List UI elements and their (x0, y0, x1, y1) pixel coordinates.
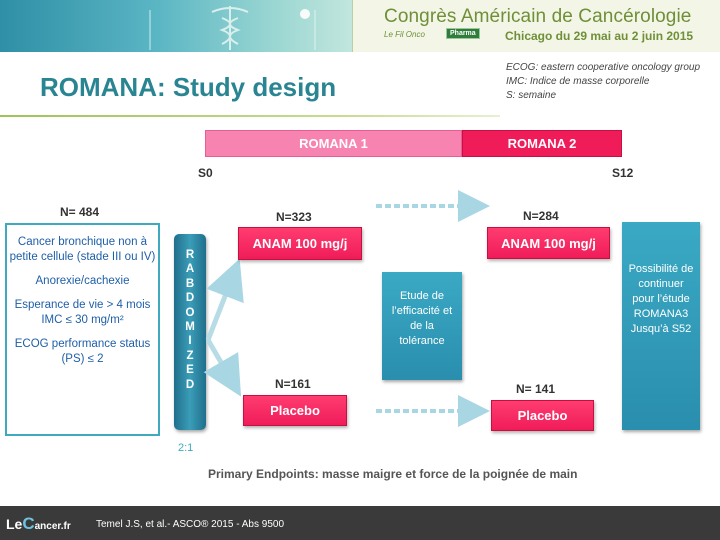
anam-n-s12: N=284 (523, 209, 559, 223)
pharma-badge: Pharma (446, 28, 480, 39)
title-underline (0, 115, 500, 117)
placebo-arm-box-s12: Placebo (491, 400, 594, 431)
caduceus-logo-icon (149, 6, 316, 50)
randomize-letter: D (185, 378, 195, 391)
anam-n-s0: N=323 (276, 210, 312, 224)
randomize-letter: Z (186, 349, 194, 362)
fil-onco-logo: Le Fil Onco (384, 30, 425, 39)
header-divider (352, 0, 353, 52)
logo-le: Le (6, 516, 23, 532)
week-start-label: S0 (198, 166, 213, 180)
criterion-ecog: ECOG performance status (PS) ≤ 2 (14, 338, 151, 365)
congress-dates: Chicago du 29 mai au 2 juin 2015 (505, 29, 694, 43)
criterion-nsclc: Cancer bronchique non à petite cellule (… (9, 236, 156, 263)
randomize-letter: D (185, 292, 195, 305)
criterion-imc: IMC ≤ 30 mg/m² (41, 314, 124, 326)
footer-bar (0, 506, 720, 540)
inclusion-criteria-box: Cancer bronchique non à petite cellule (… (5, 223, 160, 436)
abbreviation-ecog: ECOG: eastern cooperative oncology group (506, 62, 700, 73)
abbreviation-imc: IMC: Indice de masse corporelle (506, 76, 650, 87)
randomize-letter: A (185, 263, 195, 276)
congress-title: Congrès Américain de Cancérologie (384, 6, 692, 27)
efficacy-tolerance-text: Etude de l’efficacité et de la tolérance (391, 290, 453, 347)
split-arrow-upper (205, 258, 244, 341)
anam-arm-box-s12: ANAM 100 mg/j (487, 227, 610, 259)
phase-romana1: ROMANA 1 (205, 130, 462, 157)
inclusion-n: N= 484 (60, 205, 100, 219)
header-banner-panel (352, 0, 720, 52)
lecancer-logo: LeCancer.fr (6, 514, 71, 534)
continuation-text: Possibilité de continuer pour l’étude RO… (628, 263, 694, 335)
logo-rest: ancer.fr (34, 521, 71, 532)
split-arrow-lower (203, 338, 242, 397)
page-title: ROMANA: Study design (40, 72, 337, 102)
randomize-letter: E (186, 364, 194, 377)
criterion-anorexia: Anorexie/cachexie (35, 275, 130, 287)
randomization-ratio: 2:1 (178, 442, 194, 454)
abbreviation-s: S: semaine (506, 90, 557, 101)
placebo-n-s12: N= 141 (516, 382, 556, 396)
primary-endpoints: Primary Endpoints: masse maigre et force… (208, 467, 578, 481)
phase-romana2: ROMANA 2 (462, 130, 622, 157)
randomize-letter: B (185, 277, 195, 290)
week-end-label: S12 (612, 166, 634, 180)
randomize-letter: M (185, 321, 195, 334)
randomize-letter: O (185, 306, 195, 319)
anam-arm-box-s0: ANAM 100 mg/j (238, 227, 362, 260)
placebo-arm-box-s0: Placebo (243, 395, 347, 426)
efficacy-tolerance-box: Etude de l’efficacité et de la tolérance (382, 272, 462, 380)
placebo-n-s0: N=161 (275, 377, 311, 391)
continuation-box: Possibilité de continuer pour l’étude RO… (622, 222, 700, 430)
randomize-letter: I (188, 335, 192, 348)
randomize-letter: R (185, 249, 195, 261)
criterion-life-expectancy: Esperance de vie > 4 mois (14, 299, 151, 311)
logo-c: C (22, 514, 35, 533)
citation: Temel J.S, et al.- ASCO® 2015 - Abs 9500 (96, 519, 285, 530)
